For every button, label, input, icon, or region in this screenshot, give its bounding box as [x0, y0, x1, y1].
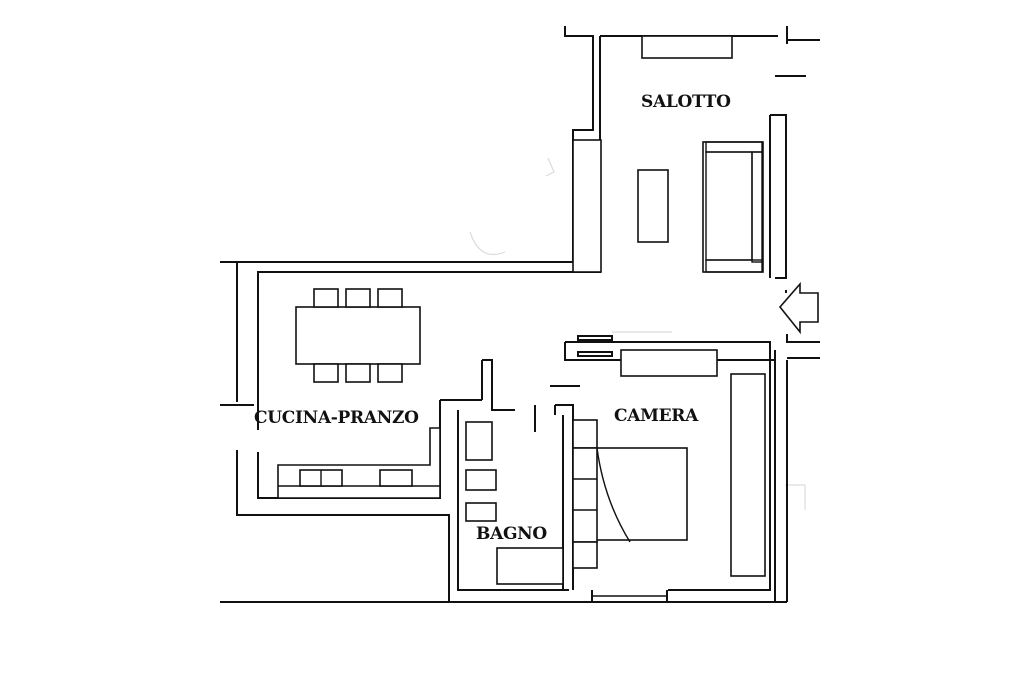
kitchen-counter [277, 427, 441, 499]
room-labels: SALOTTO CUCINA-PRANZO CAMERA BAGNO [254, 92, 731, 544]
dining-table [295, 306, 421, 365]
room-label-bagno: BAGNO [476, 524, 547, 544]
sink [379, 469, 413, 487]
nightstand [572, 419, 598, 449]
wardrobe [730, 373, 766, 577]
chair [313, 363, 339, 383]
coffee-table [637, 169, 669, 243]
sofa [702, 141, 764, 273]
chair [345, 288, 371, 308]
nightstand [572, 541, 598, 569]
living-cabinet [641, 35, 733, 59]
room-label-salotto: SALOTTO [641, 92, 731, 112]
chair [377, 288, 403, 308]
living-room-furniture [572, 35, 764, 273]
bedroom-furniture [572, 349, 766, 577]
bookshelf-left [572, 139, 602, 273]
dresser [620, 349, 718, 377]
room-label-cucina-pranzo: CUCINA-PRANZO [254, 408, 419, 428]
bed-headboard [572, 447, 598, 543]
room-label-camera: CAMERA [614, 406, 699, 426]
bathroom-fixtures [465, 421, 564, 585]
kitchen-furniture [277, 288, 441, 499]
entrance-arrow-icon [778, 281, 819, 335]
bathtub [496, 547, 564, 585]
toilet [465, 502, 497, 522]
chair [313, 288, 339, 308]
background-artifacts [469, 157, 806, 510]
chair [377, 363, 403, 383]
shower [465, 421, 493, 461]
bidet [465, 469, 497, 491]
chair [345, 363, 371, 383]
